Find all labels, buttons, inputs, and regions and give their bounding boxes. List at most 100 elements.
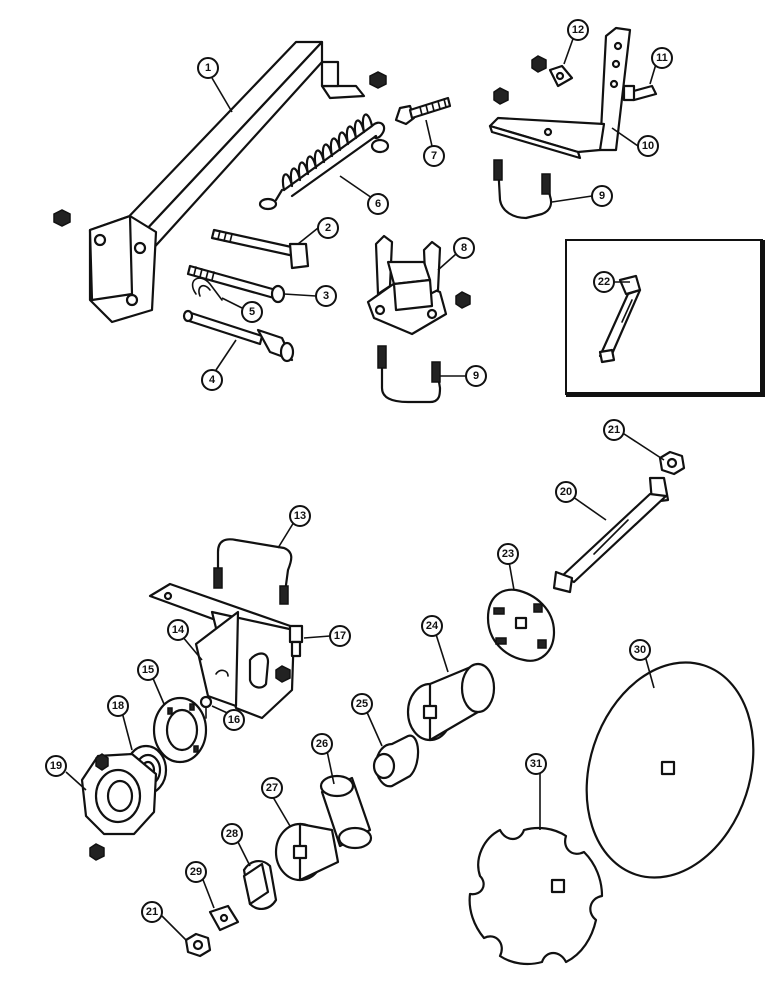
part-22-inset-frame xyxy=(565,239,765,397)
callout-28: 28 xyxy=(221,823,243,845)
part-9-u-bolt-lower xyxy=(377,345,442,404)
callout-21-lower: 21 xyxy=(141,901,163,923)
callout-24: 24 xyxy=(421,615,443,637)
part-8-bracket xyxy=(366,234,471,336)
part-25-cone xyxy=(372,734,420,788)
callout-19-label: 19 xyxy=(50,760,62,772)
callout-10-label: 10 xyxy=(642,140,654,152)
part-21-nut-lower xyxy=(184,932,212,958)
part-27-washer xyxy=(274,822,340,882)
part-15-flange xyxy=(152,696,208,764)
callout-10: 10 xyxy=(637,135,659,157)
callout-16-label: 16 xyxy=(228,714,240,726)
callout-22: 22 xyxy=(593,271,615,293)
callout-5-label: 5 xyxy=(249,306,255,318)
callout-3-label: 3 xyxy=(323,290,329,302)
callout-31: 31 xyxy=(525,753,547,775)
callout-27-label: 27 xyxy=(266,782,278,794)
part-12-nut xyxy=(548,64,574,88)
callout-19: 19 xyxy=(45,755,67,777)
callout-14-label: 14 xyxy=(172,624,185,636)
callout-1-label: 1 xyxy=(205,62,211,74)
part-14-mount-bracket xyxy=(148,582,298,720)
part-26-tube xyxy=(319,774,373,850)
callout-20: 20 xyxy=(555,481,577,503)
callout-4: 4 xyxy=(201,369,223,391)
part-16-stud xyxy=(199,695,213,719)
callout-26-label: 26 xyxy=(316,738,328,750)
callout-12: 12 xyxy=(567,19,589,41)
callout-3: 3 xyxy=(315,285,337,307)
callout-25-label: 25 xyxy=(356,698,368,710)
part-13-u-bolt xyxy=(213,538,293,605)
part-30-plain-disc xyxy=(585,661,755,879)
part-24-spacer xyxy=(406,662,496,742)
callout-5: 5 xyxy=(241,301,263,323)
callout-30: 30 xyxy=(629,639,651,661)
callout-13: 13 xyxy=(289,505,311,527)
part-1-arm-tube xyxy=(53,40,387,324)
callout-6-label: 6 xyxy=(375,198,381,210)
part-17-bolt xyxy=(288,624,304,658)
part-28-bumper xyxy=(242,860,278,910)
callout-9-upper: 9 xyxy=(591,185,613,207)
callout-9-lower-label: 9 xyxy=(473,370,479,382)
callout-25: 25 xyxy=(351,693,373,715)
callout-7-label: 7 xyxy=(431,150,437,162)
callout-26: 26 xyxy=(311,733,333,755)
callout-16: 16 xyxy=(223,709,245,731)
callout-29: 29 xyxy=(185,861,207,883)
part-4-t-handle-pin xyxy=(182,309,295,363)
callout-29-label: 29 xyxy=(190,866,202,878)
callout-6: 6 xyxy=(367,193,389,215)
callout-9-lower: 9 xyxy=(465,365,487,387)
callout-17-label: 17 xyxy=(334,630,346,642)
part-2-pin xyxy=(210,228,310,270)
part-11-bolt xyxy=(622,84,658,102)
part-20-axle xyxy=(552,476,670,594)
part-29-washer xyxy=(208,904,240,932)
callout-21-upper-label: 21 xyxy=(608,424,620,436)
callout-8-label: 8 xyxy=(461,242,467,254)
part-22-shaft xyxy=(598,274,642,364)
callout-21-lower-label: 21 xyxy=(146,906,158,918)
part-23-spool xyxy=(486,588,556,662)
callout-23-label: 23 xyxy=(502,548,514,560)
callout-15: 15 xyxy=(137,659,159,681)
part-19-housing xyxy=(80,752,158,861)
part-6-spring xyxy=(258,113,390,211)
callout-28-label: 28 xyxy=(226,828,238,840)
part-21-nut-upper xyxy=(658,450,686,476)
callout-14: 14 xyxy=(167,619,189,641)
callout-21-upper: 21 xyxy=(603,419,625,441)
callout-30-label: 30 xyxy=(634,644,646,656)
part-9-u-bolt-upper xyxy=(493,159,553,220)
callout-2-label: 2 xyxy=(325,222,331,234)
callout-11: 11 xyxy=(651,47,673,69)
callout-7: 7 xyxy=(423,145,445,167)
callout-12-label: 12 xyxy=(572,24,584,36)
callout-24-label: 24 xyxy=(426,620,439,632)
callout-22-label: 22 xyxy=(598,276,610,288)
callout-4-label: 4 xyxy=(209,374,216,386)
part-10-angle-bracket xyxy=(488,26,632,160)
callout-11-label: 11 xyxy=(656,52,668,64)
callout-2: 2 xyxy=(317,217,339,239)
callout-27: 27 xyxy=(261,777,283,799)
part-31-notched-disc xyxy=(468,826,604,966)
callout-8: 8 xyxy=(453,237,475,259)
callout-15-label: 15 xyxy=(142,664,154,676)
callout-9-upper-label: 9 xyxy=(599,190,605,202)
part-7-bolt xyxy=(394,96,452,126)
callout-18: 18 xyxy=(107,695,129,717)
callout-18-label: 18 xyxy=(112,700,124,712)
callout-20-label: 20 xyxy=(560,486,572,498)
callout-17: 17 xyxy=(329,625,351,647)
callout-31-label: 31 xyxy=(530,758,542,770)
part-5-clip xyxy=(191,277,223,301)
callout-1: 1 xyxy=(197,57,219,79)
part-3-bolt xyxy=(186,264,286,304)
callout-13-label: 13 xyxy=(294,510,306,522)
callout-23: 23 xyxy=(497,543,519,565)
